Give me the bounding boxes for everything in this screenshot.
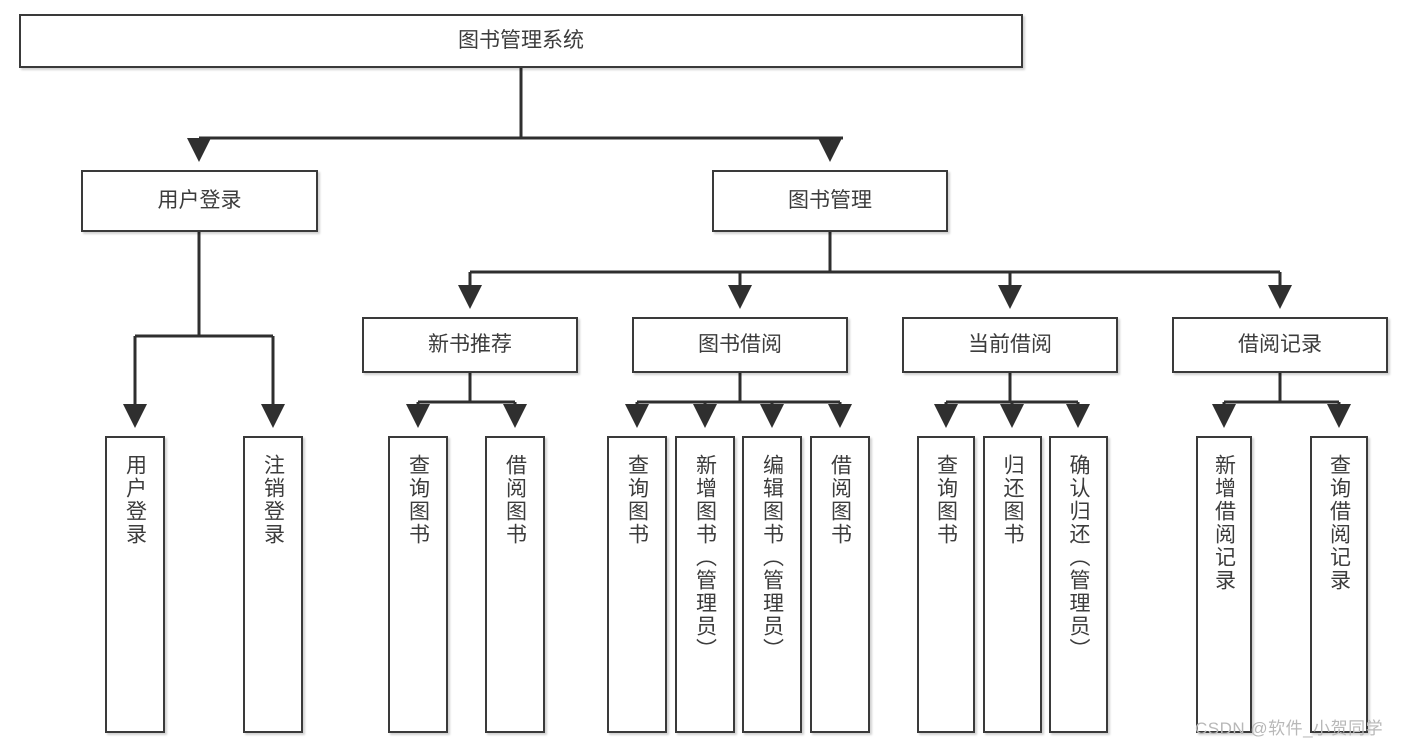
leaf-record-query-borrow-record[interactable]: 查询借阅记录 <box>1310 436 1368 733</box>
leaf-user-logout[interactable]: 注销登录 <box>243 436 303 733</box>
edge-borrowrecord-to-leaves <box>1212 373 1351 428</box>
edge-newbookrec-to-leaves <box>406 373 527 428</box>
leaf-borrow-add-book-admin-label: 新增图书（管理员） <box>693 454 717 661</box>
node-user-login-label: 用户登录 <box>157 189 242 213</box>
leaf-recommend-borrow-book[interactable]: 借阅图书 <box>485 436 545 733</box>
node-current-borrow[interactable]: 当前借阅 <box>902 317 1118 373</box>
leaf-borrow-edit-book-admin-label: 编辑图书（管理员） <box>760 454 784 661</box>
leaf-record-add-borrow-record[interactable]: 新增借阅记录 <box>1196 436 1252 733</box>
leaf-record-query-borrow-record-label: 查询借阅记录 <box>1327 454 1351 592</box>
leaf-current-return-book-label: 归还图书 <box>1001 454 1024 546</box>
node-borrow-record-label: 借阅记录 <box>1238 333 1322 357</box>
leaf-borrow-borrow-book-label: 借阅图书 <box>828 454 852 546</box>
leaf-recommend-query-book-label: 查询图书 <box>406 454 430 546</box>
leaf-recommend-query-book[interactable]: 查询图书 <box>388 436 448 733</box>
node-root[interactable]: 图书管理系统 <box>19 14 1023 68</box>
leaf-borrow-edit-book-admin[interactable]: 编辑图书（管理员） <box>742 436 802 733</box>
node-current-borrow-label: 当前借阅 <box>968 333 1052 357</box>
node-book-manage-label: 图书管理 <box>788 189 872 213</box>
leaf-user-login[interactable]: 用户登录 <box>105 436 165 733</box>
node-root-label: 图书管理系统 <box>458 29 584 53</box>
node-book-borrow[interactable]: 图书借阅 <box>632 317 848 373</box>
leaf-current-return-book[interactable]: 归还图书 <box>983 436 1042 733</box>
leaf-current-query-book[interactable]: 查询图书 <box>917 436 975 733</box>
leaf-user-login-label: 用户登录 <box>123 454 147 546</box>
leaf-recommend-borrow-book-label: 借阅图书 <box>503 454 527 546</box>
leaf-borrow-query-book[interactable]: 查询图书 <box>607 436 667 733</box>
leaf-borrow-borrow-book[interactable]: 借阅图书 <box>810 436 870 733</box>
node-book-borrow-label: 图书借阅 <box>698 333 782 357</box>
node-user-login[interactable]: 用户登录 <box>81 170 318 232</box>
edge-root-to-row2 <box>187 68 843 162</box>
csdn-watermark: CSDN @软件_小贺同学 <box>1195 719 1384 738</box>
leaf-borrow-query-book-label: 查询图书 <box>625 454 649 546</box>
node-borrow-record[interactable]: 借阅记录 <box>1172 317 1388 373</box>
node-new-book-recommend[interactable]: 新书推荐 <box>362 317 578 373</box>
node-new-book-recommend-label: 新书推荐 <box>428 333 512 357</box>
edge-bookmanage-to-row3 <box>458 232 1292 309</box>
node-book-manage[interactable]: 图书管理 <box>712 170 948 232</box>
leaf-record-add-borrow-record-label: 新增借阅记录 <box>1212 454 1236 592</box>
leaf-user-logout-label: 注销登录 <box>261 454 285 546</box>
leaf-borrow-add-book-admin[interactable]: 新增图书（管理员） <box>675 436 735 733</box>
leaf-current-query-book-label: 查询图书 <box>934 454 958 546</box>
edge-userlogin-to-leaves <box>123 232 285 428</box>
leaf-current-confirm-return-admin-label: 确认归还（管理员） <box>1067 454 1090 661</box>
edge-bookborrow-to-leaves <box>625 373 852 428</box>
leaf-current-confirm-return-admin[interactable]: 确认归还（管理员） <box>1049 436 1108 733</box>
edge-currentborrow-to-leaves <box>934 373 1090 428</box>
